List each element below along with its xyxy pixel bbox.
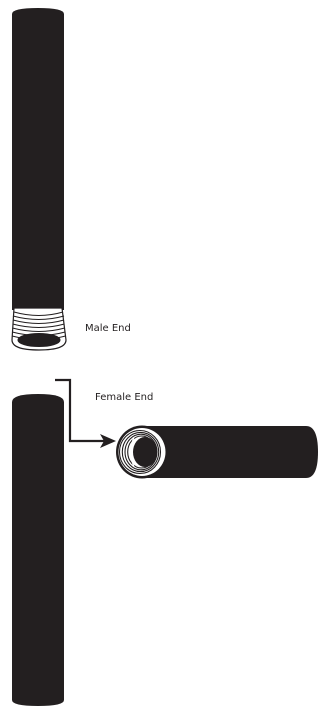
horizontal-pipe [116, 425, 318, 479]
female-end-label: Female End [95, 392, 154, 403]
upper-pipe-body [12, 8, 64, 310]
male-end-opening [17, 332, 61, 348]
arrow-head [100, 434, 116, 448]
female-end-opening [133, 437, 157, 467]
lower-pipe [12, 394, 64, 706]
upper-pipe [11, 8, 67, 351]
connector-arrow [55, 378, 116, 448]
male-thread [11, 307, 67, 351]
horizontal-pipe-body [142, 426, 318, 478]
lower-pipe-body [12, 394, 64, 706]
male-end-label: Male End [85, 323, 131, 334]
